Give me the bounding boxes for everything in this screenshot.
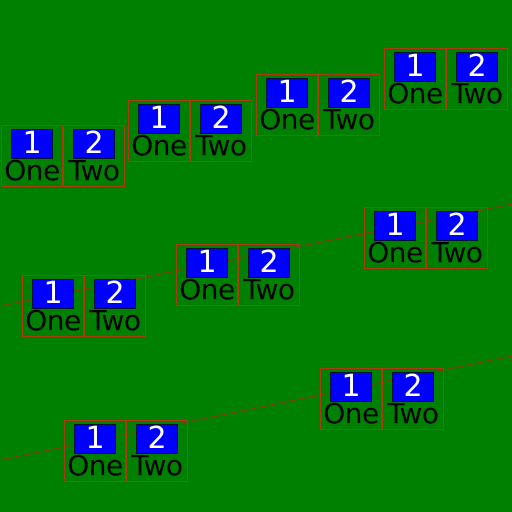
word-label: Two bbox=[195, 129, 248, 162]
number-box: 1 bbox=[330, 372, 372, 402]
word-label: One bbox=[131, 129, 187, 162]
word-label: Two bbox=[243, 273, 296, 306]
word-label: One bbox=[259, 103, 315, 136]
number-box: 2 bbox=[328, 78, 370, 108]
word-label: Two bbox=[131, 449, 184, 482]
word-label: One bbox=[367, 236, 423, 269]
number-box: 2 bbox=[200, 104, 242, 134]
number-box: 2 bbox=[136, 424, 178, 454]
word-label: Two bbox=[89, 304, 142, 337]
word-label: One bbox=[179, 273, 235, 306]
word-label: One bbox=[67, 449, 123, 482]
label-pair: 1 One 2 Two bbox=[256, 74, 380, 136]
word-label: Two bbox=[431, 236, 484, 269]
word-label: Two bbox=[68, 154, 121, 187]
number-box: 2 bbox=[456, 52, 498, 82]
number-box: 1 bbox=[32, 279, 74, 309]
word-label: One bbox=[4, 154, 60, 187]
label-pair: 1 One 2 Two bbox=[64, 420, 188, 482]
number-box: 1 bbox=[266, 78, 308, 108]
word-label: Two bbox=[323, 103, 376, 136]
word-label: Two bbox=[387, 397, 440, 430]
word-label: One bbox=[25, 304, 81, 337]
cell-one: 1 One bbox=[128, 100, 190, 162]
cell-two: 2 Two bbox=[382, 368, 444, 430]
cell-two: 2 Two bbox=[238, 244, 300, 306]
cell-one: 1 One bbox=[1, 125, 63, 187]
cell-one: 1 One bbox=[364, 207, 426, 269]
word-label: One bbox=[387, 77, 443, 110]
cell-two: 2 Two bbox=[190, 100, 252, 162]
cell-one: 1 One bbox=[22, 275, 84, 337]
cell-one: 1 One bbox=[256, 74, 318, 136]
number-box: 1 bbox=[11, 129, 53, 159]
cell-two: 2 Two bbox=[446, 48, 508, 110]
cell-two: 2 Two bbox=[63, 125, 125, 187]
cell-two: 2 Two bbox=[318, 74, 380, 136]
number-box: 1 bbox=[374, 211, 416, 241]
cell-one: 1 One bbox=[384, 48, 446, 110]
cell-two: 2 Two bbox=[426, 207, 488, 269]
number-box: 1 bbox=[186, 248, 228, 278]
cell-one: 1 One bbox=[320, 368, 382, 430]
number-box: 2 bbox=[248, 248, 290, 278]
label-pair: 1 One 2 Two bbox=[320, 368, 444, 430]
number-box: 1 bbox=[394, 52, 436, 82]
word-label: Two bbox=[451, 77, 504, 110]
label-pair: 1 One 2 Two bbox=[176, 244, 300, 306]
label-pair: 1 One 2 Two bbox=[384, 48, 508, 110]
cell-one: 1 One bbox=[64, 420, 126, 482]
number-box: 2 bbox=[73, 129, 115, 159]
number-box: 1 bbox=[138, 104, 180, 134]
cell-one: 1 One bbox=[176, 244, 238, 306]
cell-two: 2 Two bbox=[84, 275, 146, 337]
number-box: 2 bbox=[436, 211, 478, 241]
number-box: 2 bbox=[392, 372, 434, 402]
label-pair: 1 One 2 Two bbox=[128, 100, 252, 162]
label-pair: 1 One 2 Two bbox=[22, 275, 146, 337]
number-box: 2 bbox=[94, 279, 136, 309]
label-pair: 1 One 2 Two bbox=[364, 207, 488, 269]
number-box: 1 bbox=[74, 424, 116, 454]
label-pair: 1 One 2 Two bbox=[1, 125, 125, 187]
cell-two: 2 Two bbox=[126, 420, 188, 482]
word-label: One bbox=[323, 397, 379, 430]
